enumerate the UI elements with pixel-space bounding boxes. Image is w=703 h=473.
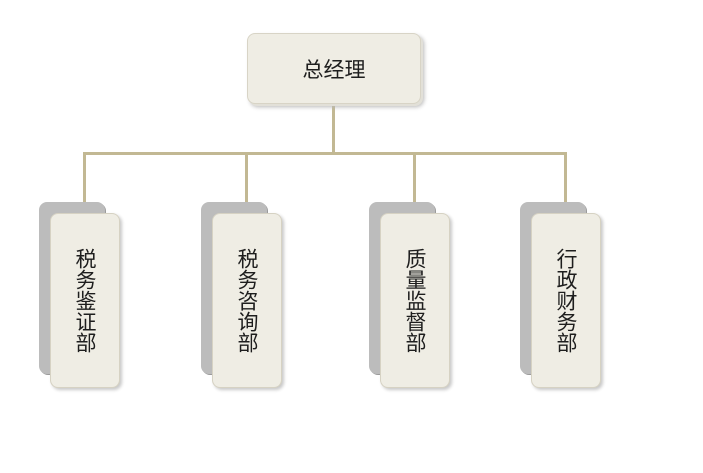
connector-dept-1 — [83, 152, 86, 212]
root-node-label: 总经理 — [302, 57, 366, 82]
dept-node-card: 质量监督部 — [380, 213, 450, 388]
root-node: 总经理 — [247, 33, 421, 104]
dept-node-2: 税务咨询部 — [201, 202, 282, 388]
connector-root-vertical — [332, 102, 335, 154]
dept-node-1: 税务鉴证部 — [39, 202, 120, 388]
dept-node-3: 质量监督部 — [369, 202, 450, 388]
dept-node-card: 行政财务部 — [531, 213, 601, 388]
dept-node-label: 税务鉴证部 — [73, 248, 97, 353]
dept-node-label: 质量监督部 — [403, 248, 427, 353]
dept-node-label: 行政财务部 — [554, 248, 578, 353]
connector-horizontal — [83, 152, 567, 155]
dept-node-label: 税务咨询部 — [235, 248, 259, 353]
dept-node-card: 税务鉴证部 — [50, 213, 120, 388]
connector-dept-3 — [413, 152, 416, 212]
connector-dept-2 — [245, 152, 248, 212]
connector-dept-4 — [564, 152, 567, 212]
dept-node-4: 行政财务部 — [520, 202, 601, 388]
dept-node-card: 税务咨询部 — [212, 213, 282, 388]
